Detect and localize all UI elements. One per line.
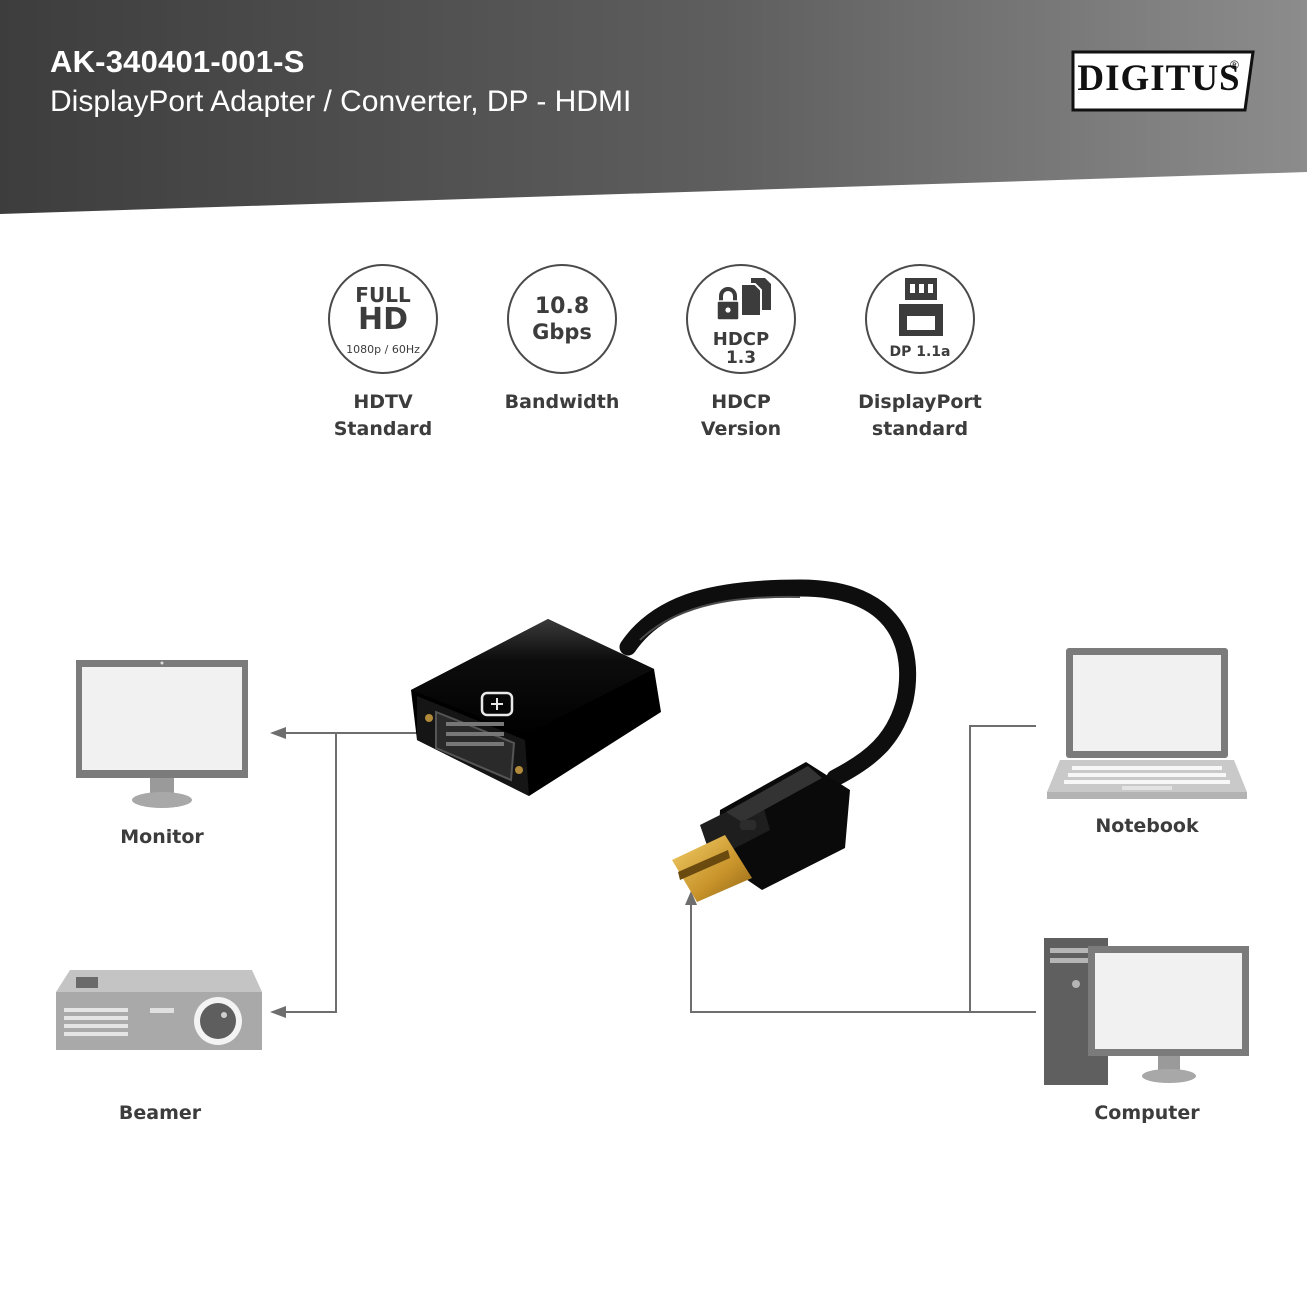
notebook-label: Notebook bbox=[1095, 815, 1199, 837]
feature-caption-bandwidth: Bandwidth bbox=[479, 389, 645, 416]
arrow-beamer bbox=[270, 1006, 286, 1018]
registered-mark: ® bbox=[1230, 58, 1239, 72]
header-background bbox=[0, 0, 1307, 214]
digitus-logo bbox=[1071, 50, 1255, 112]
displayport-plug bbox=[672, 762, 850, 902]
caption-line: Bandwidth bbox=[504, 391, 620, 413]
adapter-logo-icon bbox=[480, 691, 514, 717]
brand-name: DIGITUS bbox=[1077, 58, 1241, 99]
product-subtitle: DisplayPort Adapter / Converter, DP - HD… bbox=[50, 85, 632, 118]
dp-plug-icon bbox=[899, 278, 943, 336]
line-notebook bbox=[969, 725, 1036, 1012]
bandwidth-value: 10.8 bbox=[534, 294, 590, 319]
arrowheads bbox=[270, 727, 697, 1018]
displayport-connector-icon: DP 1.1a bbox=[865, 264, 975, 374]
dp-version-label: DP 1.1a bbox=[889, 344, 951, 360]
gold-connector bbox=[672, 835, 752, 902]
full-hd-line1: FULL bbox=[355, 283, 411, 307]
feature-caption-hdtv: HDTV Standard bbox=[300, 389, 466, 443]
hdcp-lock-icon: HDCP 1.3 bbox=[686, 264, 796, 374]
computer-device bbox=[1044, 938, 1249, 1085]
full-hd-line3: 1080p / 60Hz bbox=[346, 343, 420, 356]
notebook-device bbox=[1047, 648, 1247, 799]
adapter-housing bbox=[411, 619, 661, 796]
beamer-device bbox=[56, 970, 262, 1050]
caption-line: standard bbox=[871, 418, 969, 440]
full-hd-icon: FULL HD 1080p / 60Hz bbox=[328, 264, 438, 374]
bandwidth-unit: Gbps bbox=[532, 320, 592, 344]
caption-line: HDTV bbox=[353, 391, 413, 413]
caption-line: DisplayPort bbox=[858, 391, 982, 413]
cable-highlight bbox=[639, 595, 801, 641]
bandwidth-icon: 10.8 Gbps bbox=[507, 264, 617, 374]
header-band bbox=[0, 0, 1307, 215]
hdcp-label: HDCP bbox=[712, 329, 770, 350]
caption-line: Standard bbox=[333, 418, 433, 440]
arrow-monitor bbox=[270, 727, 286, 739]
adapter-cable bbox=[619, 579, 917, 787]
line-branch-to-beamer bbox=[282, 733, 337, 1013]
full-hd-line2: HD bbox=[357, 302, 408, 337]
monitor-device bbox=[76, 660, 248, 808]
caption-line: HDCP bbox=[711, 391, 771, 413]
model-number: AK-340401-001-S bbox=[50, 44, 305, 79]
monitor-label: Monitor bbox=[120, 826, 204, 848]
feature-caption-displayport: DisplayPort standard bbox=[837, 389, 1003, 443]
lock-documents-icon bbox=[716, 278, 771, 321]
arrow-dp bbox=[685, 891, 697, 905]
beamer-label: Beamer bbox=[118, 1102, 202, 1124]
connection-lines bbox=[282, 725, 1036, 1013]
hdcp-version-value: 1.3 bbox=[725, 348, 757, 368]
computer-label: Computer bbox=[1094, 1102, 1200, 1124]
feature-caption-hdcp: HDCP Version bbox=[658, 389, 824, 443]
caption-line: Version bbox=[700, 418, 782, 440]
line-computer-to-dp bbox=[690, 902, 1036, 1013]
